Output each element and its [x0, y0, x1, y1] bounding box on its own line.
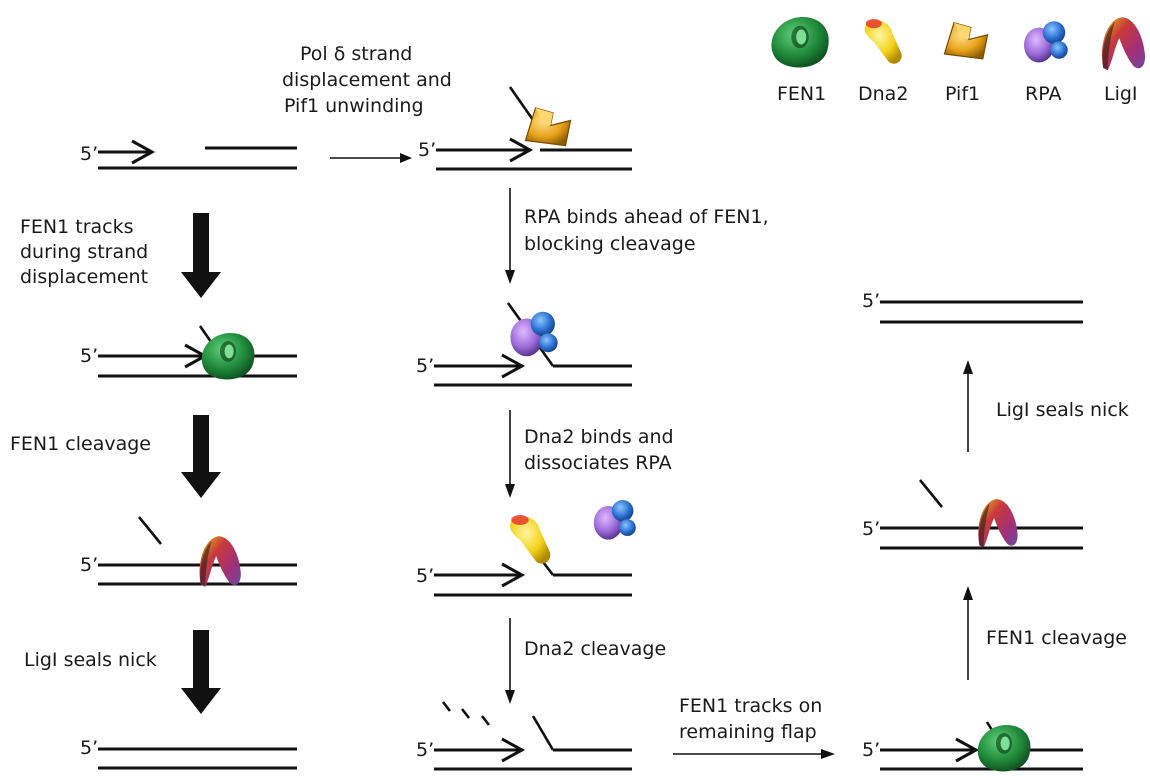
down-arrow-thick — [181, 630, 221, 714]
label-fen1-remaining-2: remaining flap — [679, 721, 817, 743]
rpa-protein-icon — [1024, 21, 1068, 63]
dna-dna2-bound: 5’ — [416, 500, 636, 597]
ligase-protein-icon — [1102, 17, 1146, 71]
down-arrow-thin — [505, 618, 515, 704]
label-fen1-tracks-1: FEN1 tracks — [20, 216, 134, 238]
down-arrow-thick — [181, 213, 221, 298]
right-arrow-thin — [330, 153, 412, 163]
label-fen1-cleavage-right: FEN1 cleavage — [986, 627, 1127, 649]
pif1-protein-icon — [943, 22, 989, 60]
down-arrow-thin — [505, 410, 515, 498]
five-prime-label: 5’ — [80, 143, 98, 165]
dna-sealed-left: 5’ — [80, 737, 297, 770]
dna-rpa-bound: 5’ — [416, 302, 632, 387]
dna-sealed-right: 5’ — [862, 290, 1083, 324]
up-arrow-thin — [963, 586, 973, 680]
legend-label-rpa: RPA — [1025, 83, 1061, 105]
ligase-protein-icon — [199, 536, 241, 587]
label-pol-delta-3: Pif1 unwinding — [284, 95, 424, 117]
down-arrow-thick — [181, 415, 221, 498]
label-dna2-binds-1: Dna2 binds and — [524, 426, 674, 448]
five-prime-label: 5’ — [80, 345, 98, 367]
ligase-protein-icon — [978, 499, 1018, 548]
dna-short-flap: 5’ — [416, 701, 632, 771]
five-prime-label: 5’ — [80, 737, 98, 759]
five-prime-label: 5’ — [418, 139, 436, 161]
label-rpa-binds-2: blocking cleavage — [524, 233, 696, 255]
pif1-protein-icon — [524, 107, 572, 147]
dna-fen1-remaining-flap: 5’ — [862, 721, 1083, 772]
dna-fen1-tracking: 5’ — [80, 325, 297, 380]
label-fen1-remaining-1: FEN1 tracks on — [679, 695, 822, 717]
five-prime-label: 5’ — [80, 554, 98, 576]
legend-label-dna2: Dna2 — [858, 83, 908, 105]
dna-initial-gap: 5’ — [80, 139, 297, 170]
dna-pif1-unwinding: 5’ — [418, 86, 632, 171]
fen1-protein-icon — [771, 17, 829, 68]
label-pol-delta-1: Pol δ strand — [300, 43, 412, 65]
legend: FEN1 Dna2 Pif1 RPA LigI — [771, 17, 1146, 105]
label-ligi-seals-right: LigI seals nick — [996, 399, 1129, 421]
down-arrow-thin — [505, 188, 515, 284]
legend-label-fen1: FEN1 — [777, 83, 826, 105]
label-pol-delta-2: displacement and — [282, 69, 452, 91]
five-prime-label: 5’ — [416, 355, 434, 377]
dna2-protein-icon — [510, 515, 551, 564]
label-ligi-seals-left: LigI seals nick — [24, 649, 157, 671]
label-fen1-cleavage-left: FEN1 cleavage — [10, 433, 151, 455]
right-arrow-thin — [673, 749, 835, 759]
dna-nick-ligase: 5’ — [80, 516, 297, 587]
label-fen1-tracks-2: during strand — [20, 241, 148, 263]
five-prime-label: 5’ — [416, 565, 434, 587]
five-prime-label: 5’ — [862, 290, 880, 312]
dna2-protein-icon — [864, 19, 902, 64]
legend-label-pif1: Pif1 — [945, 83, 980, 105]
legend-label-ligi: LigI — [1104, 83, 1138, 105]
five-prime-label: 5’ — [416, 739, 434, 761]
rpa-protein-icon — [593, 500, 636, 540]
label-rpa-binds-1: RPA binds ahead of FEN1, — [524, 206, 769, 228]
five-prime-label: 5’ — [862, 518, 880, 540]
fen1-protein-icon — [977, 725, 1031, 772]
label-fen1-tracks-3: displacement — [20, 266, 148, 288]
five-prime-label: 5’ — [862, 739, 880, 761]
dna-nick-ligase-right: 5’ — [862, 479, 1083, 550]
up-arrow-thin — [963, 360, 973, 452]
label-dna2-cleavage: Dna2 cleavage — [524, 638, 666, 660]
label-dna2-binds-2: dissociates RPA — [524, 452, 672, 474]
